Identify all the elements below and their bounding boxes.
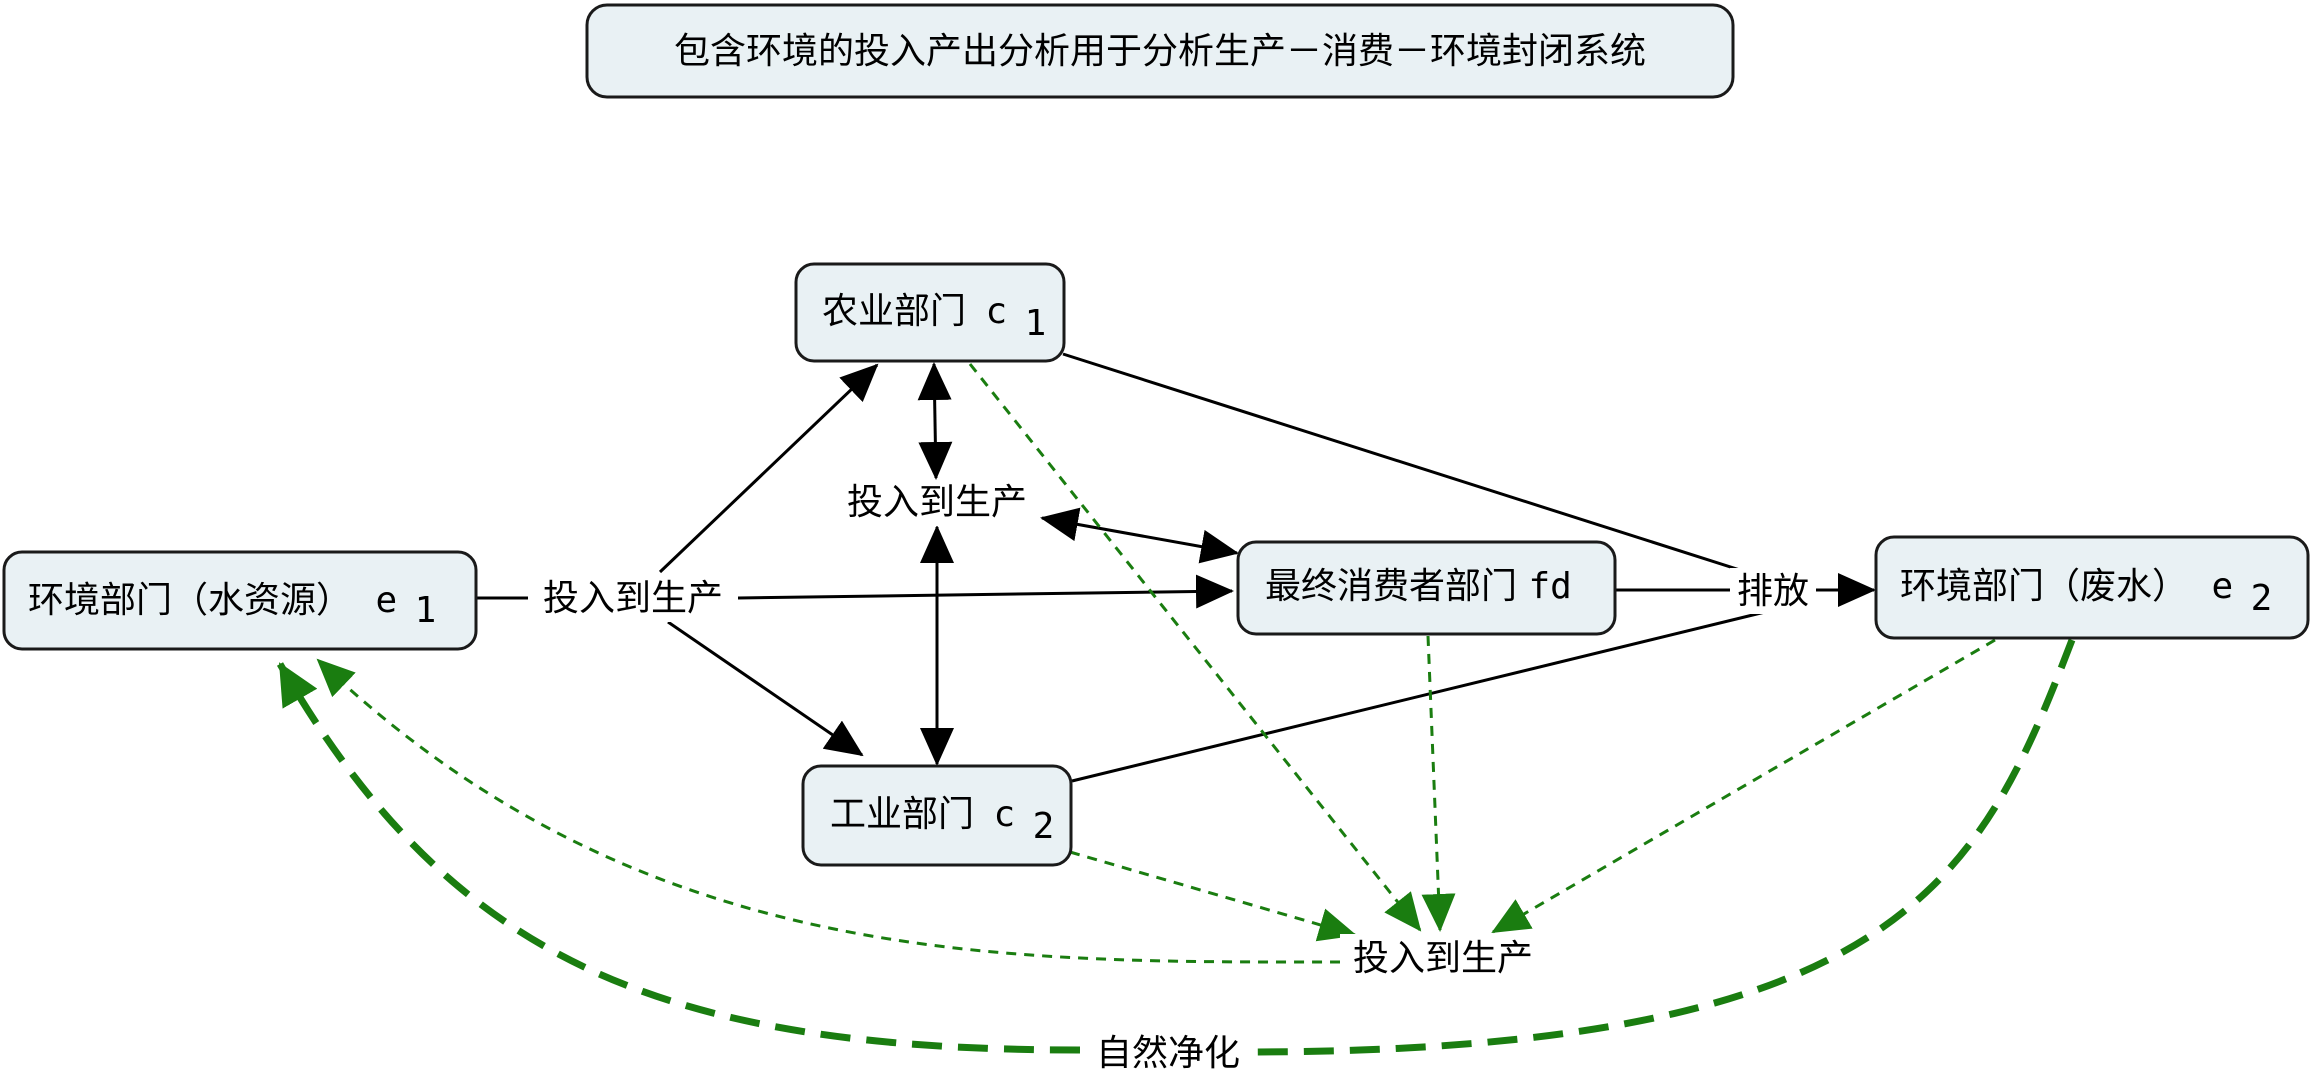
node-consumer-code: fd <box>1528 566 1571 607</box>
label-emission: 排放 <box>1737 571 1809 612</box>
node-agri-sub: 1 <box>1025 303 1047 344</box>
edge-center-consumer <box>1040 507 1239 564</box>
node-consumer-label: 最终消费者部门 <box>1265 566 1517 607</box>
node-agri-code: c <box>985 291 1007 332</box>
node-industry-code: c <box>993 794 1015 835</box>
node-consumer: 最终消费者部门 fd <box>1236 540 1617 636</box>
edge-agri-bottom-input <box>968 363 1422 932</box>
label-input-bottom: 投入到生产 <box>1353 938 1533 979</box>
node-env-water: 环境部门（水资源） e 1 <box>2 550 478 651</box>
node-env-water-label: 环境部门（水资源） <box>28 580 352 621</box>
edge-agri-center <box>917 362 953 480</box>
svg-text:环境部门（废水） e 2: 环境部门（废水） e 2 <box>1900 566 2272 619</box>
label-purification: 自然净化 <box>1096 1033 1240 1074</box>
diagram-title: 包含环境的投入产出分析用于分析生产－消费－环境封闭系统 <box>674 31 1646 72</box>
node-env-waste-sub: 2 <box>2251 578 2273 619</box>
svg-text:环境部门（水资源） e 1: 环境部门（水资源） e 1 <box>28 580 436 631</box>
node-industry: 工业部门 c 2 <box>801 764 1073 867</box>
node-env-water-code: e <box>375 580 397 621</box>
edge-input-to-industry <box>667 620 864 757</box>
node-industry-sub: 2 <box>1033 806 1055 847</box>
title-box: 包含环境的投入产出分析用于分析生产－消费－环境封闭系统 <box>585 3 1735 99</box>
svg-text:工业部门 c 2: 工业部门 c 2 <box>830 794 1054 847</box>
edge-purification-left <box>276 662 1081 1054</box>
node-agri-label: 农业部门 <box>822 291 966 332</box>
node-agri: 农业部门 c 1 <box>794 262 1066 363</box>
node-env-water-sub: 1 <box>415 590 437 631</box>
label-input-center: 投入到生产 <box>847 482 1027 523</box>
edge-purification-right <box>1254 638 2076 1056</box>
edge-input-to-agri <box>658 363 879 574</box>
edge-consumer-bottom-input <box>1421 635 1456 932</box>
edge-agri-emission <box>1062 352 1766 580</box>
edge-waste-bottom-input <box>1491 638 1996 934</box>
edge-industry-bottom-input <box>1069 850 1357 942</box>
node-industry-label: 工业部门 <box>830 794 974 835</box>
label-input-left: 投入到生产 <box>543 578 723 619</box>
edge-input-to-consumer <box>737 574 1234 609</box>
svg-text:农业部门 c 1: 农业部门 c 1 <box>822 291 1046 344</box>
edge-bottom-input-water <box>316 658 1341 964</box>
node-env-waste: 环境部门（废水） e 2 <box>1874 535 2310 640</box>
edge-industry-emission <box>1071 610 1766 783</box>
node-env-waste-code: e <box>2211 566 2233 607</box>
svg-text:最终消费者部门 fd: 最终消费者部门 fd <box>1265 566 1572 607</box>
node-env-waste-label: 环境部门（废水） <box>1900 566 2188 607</box>
